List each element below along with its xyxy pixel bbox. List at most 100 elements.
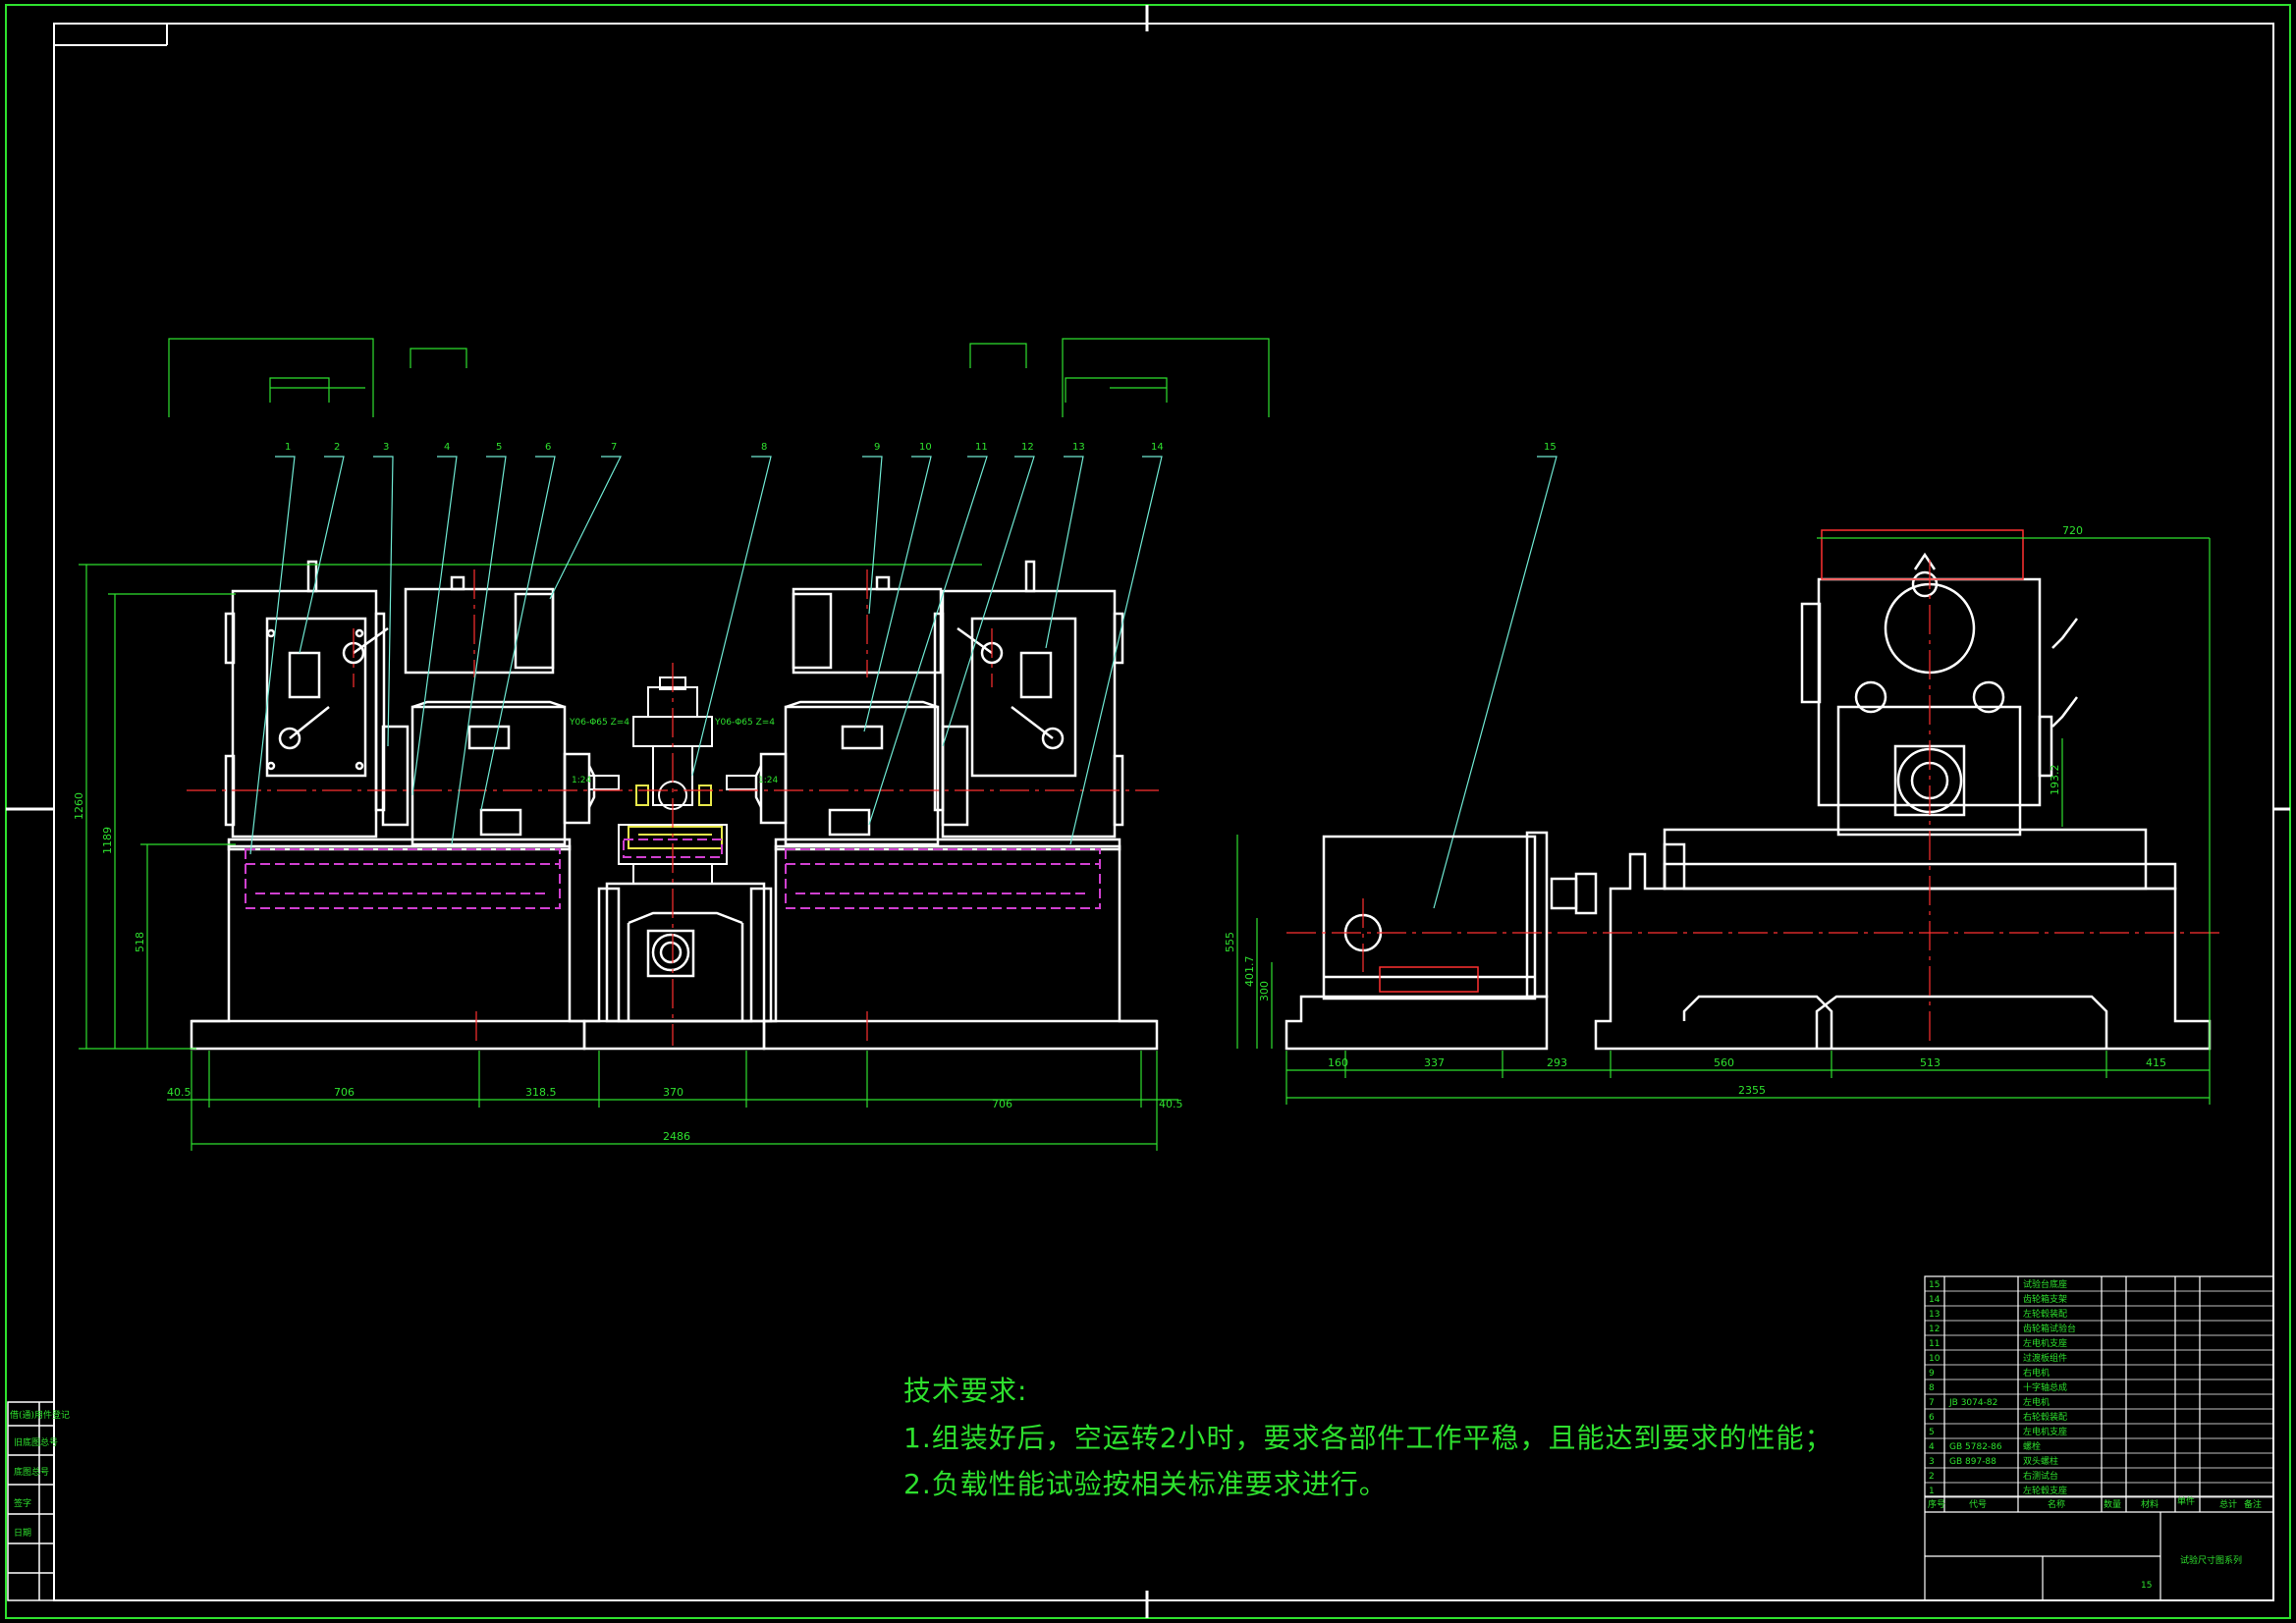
front-height-dims xyxy=(79,564,982,1050)
parts-row-name: 左轮毂支座 xyxy=(2023,1485,2067,1496)
parts-header-qty: 数量 xyxy=(2104,1498,2121,1510)
parts-header-code: 代号 xyxy=(1969,1499,1987,1510)
parts-row-no: 15 xyxy=(1929,1280,1940,1290)
margin-label-2: 底图总号 xyxy=(14,1466,49,1478)
center-pedestal xyxy=(605,882,766,1023)
side-gearbox xyxy=(1800,552,2078,837)
front-bottom-dims xyxy=(167,1051,1178,1151)
bottom-dim-0: 40.5 xyxy=(167,1086,191,1099)
callout-4: 4 xyxy=(444,442,450,453)
side-height-2: 300 xyxy=(1258,981,1271,1001)
parts-row-no: 4 xyxy=(1929,1442,1935,1452)
parts-row-code: JB 3074-82 xyxy=(1948,1398,1997,1408)
right-control-box xyxy=(933,560,1124,839)
parts-row-name: 左轮毂装配 xyxy=(2023,1308,2067,1320)
callout-11: 11 xyxy=(975,442,988,453)
parts-row-no: 3 xyxy=(1929,1457,1935,1467)
parts-row-name: 试验台底座 xyxy=(2023,1278,2067,1290)
parts-row-no: 7 xyxy=(1929,1398,1935,1408)
parts-row-name: 十字轴总成 xyxy=(2023,1381,2067,1393)
parts-row-no: 2 xyxy=(1929,1472,1935,1482)
top-dim-brackets xyxy=(168,338,1270,417)
parts-row-name: 左电机 xyxy=(2023,1396,2050,1408)
parts-header-unit: 单件 xyxy=(2177,1495,2195,1507)
callout-14: 14 xyxy=(1151,442,1164,453)
center-label-1: Y06-Φ65 Z=4 xyxy=(714,718,775,728)
height-dim-1260: 1260 xyxy=(73,792,85,820)
parts-row-no: 13 xyxy=(1929,1310,1940,1320)
side-top-dim: 720 xyxy=(2062,524,2083,537)
parts-header-no: 序号 xyxy=(1928,1498,1945,1510)
callout-2: 2 xyxy=(334,442,340,453)
tech-requirement-2: 2.负载性能试验按相关标准要求进行。 xyxy=(903,1468,1388,1500)
bottom-dim-5: 40.5 xyxy=(1159,1098,1183,1110)
bottom-dim-2: 318.5 xyxy=(525,1086,557,1099)
parts-header-total: 总计 xyxy=(2219,1498,2237,1510)
side-view: 720 555 401.7 300 193.2 160 337 293 560 … xyxy=(1224,524,2219,1105)
callout-8: 8 xyxy=(761,442,767,453)
parts-row-name: 左电机支座 xyxy=(2023,1337,2067,1349)
callout-3: 3 xyxy=(383,442,389,453)
tech-requirements-title: 技术要求: xyxy=(903,1375,1028,1407)
margin-label-0: 借(通)用件登记 xyxy=(10,1409,70,1421)
left-control-box xyxy=(224,560,410,839)
parts-row-no: 14 xyxy=(1929,1295,1941,1305)
sheet-count: 15 xyxy=(2141,1581,2152,1591)
side-base xyxy=(1285,828,2212,1051)
side-height-0: 555 xyxy=(1224,932,1236,952)
overall-width-front: 2486 xyxy=(663,1130,690,1143)
bottom-dim-4: 706 xyxy=(992,1098,1012,1110)
parts-row-no: 11 xyxy=(1929,1339,1940,1349)
height-dim-518: 518 xyxy=(134,932,146,952)
parts-row-code: GB 5782-86 xyxy=(1949,1442,2002,1452)
side-bottom-5: 415 xyxy=(2146,1056,2166,1069)
parts-row-name: 左电机支座 xyxy=(2023,1426,2067,1437)
parts-header-material: 材料 xyxy=(2141,1498,2159,1510)
callout-13: 13 xyxy=(1072,442,1085,453)
side-bottom-3: 560 xyxy=(1714,1056,1734,1069)
parts-row-no: 9 xyxy=(1929,1369,1935,1379)
parts-row-no: 12 xyxy=(1929,1325,1940,1334)
parts-row-no: 1 xyxy=(1929,1487,1935,1496)
callout-10: 10 xyxy=(919,442,932,453)
side-bottom-1: 337 xyxy=(1424,1056,1445,1069)
side-height-1: 401.7 xyxy=(1243,956,1256,988)
parts-row-name: 过渡板组件 xyxy=(2023,1352,2067,1364)
margin-label-4: 日期 xyxy=(14,1528,31,1539)
callout-12: 12 xyxy=(1021,442,1034,453)
parts-row-name: 右电机 xyxy=(2023,1367,2050,1379)
callout-5: 5 xyxy=(496,442,502,453)
side-red-box xyxy=(1379,529,2024,993)
center-label-0: Y06-Φ65 Z=4 xyxy=(569,718,629,728)
side-bottom-4: 513 xyxy=(1920,1056,1941,1069)
callout-leaders xyxy=(249,456,1558,909)
side-height-3: 193.2 xyxy=(2049,765,2061,796)
bottom-dim-1: 706 xyxy=(334,1086,355,1099)
front-view: 1260 1189 518 40.5 706 318.5 370 706 40.… xyxy=(73,338,1270,1151)
center-label-2: 1:24 xyxy=(572,776,591,785)
hidden-lines-front xyxy=(245,839,1101,909)
parts-row-name: 齿轮箱试验台 xyxy=(2023,1323,2076,1334)
parts-row-no: 6 xyxy=(1929,1413,1935,1423)
parts-row-no: 8 xyxy=(1929,1383,1935,1393)
parts-row-name: 齿轮箱支架 xyxy=(2023,1293,2067,1305)
left-test-bench xyxy=(227,575,596,851)
callout-1: 1 xyxy=(285,442,291,453)
left-margin-table xyxy=(7,1401,55,1601)
tech-requirement-1: 1.组装好后，空运转2小时，要求各部件工作平稳，且能达到要求的性能； xyxy=(903,1422,1833,1454)
bottom-dim-3: 370 xyxy=(663,1086,683,1099)
margin-label-3: 签字 xyxy=(14,1497,31,1509)
side-dims xyxy=(1236,537,2211,1105)
center-lines-front xyxy=(187,569,1159,1046)
parts-row-name: 右轮毂装配 xyxy=(2023,1411,2067,1423)
callout-6: 6 xyxy=(545,442,551,453)
parts-row-name: 双头螺柱 xyxy=(2023,1455,2058,1467)
side-bottom-2: 293 xyxy=(1547,1056,1567,1069)
parts-row-no: 10 xyxy=(1929,1354,1941,1364)
margin-label-1: 旧底图总号 xyxy=(14,1436,58,1448)
parts-row-name: 螺栓 xyxy=(2023,1440,2041,1452)
center-gear-highlight xyxy=(628,784,723,849)
side-hidden-and-center xyxy=(1286,560,2219,1046)
center-label-3: 1:24 xyxy=(758,776,778,785)
